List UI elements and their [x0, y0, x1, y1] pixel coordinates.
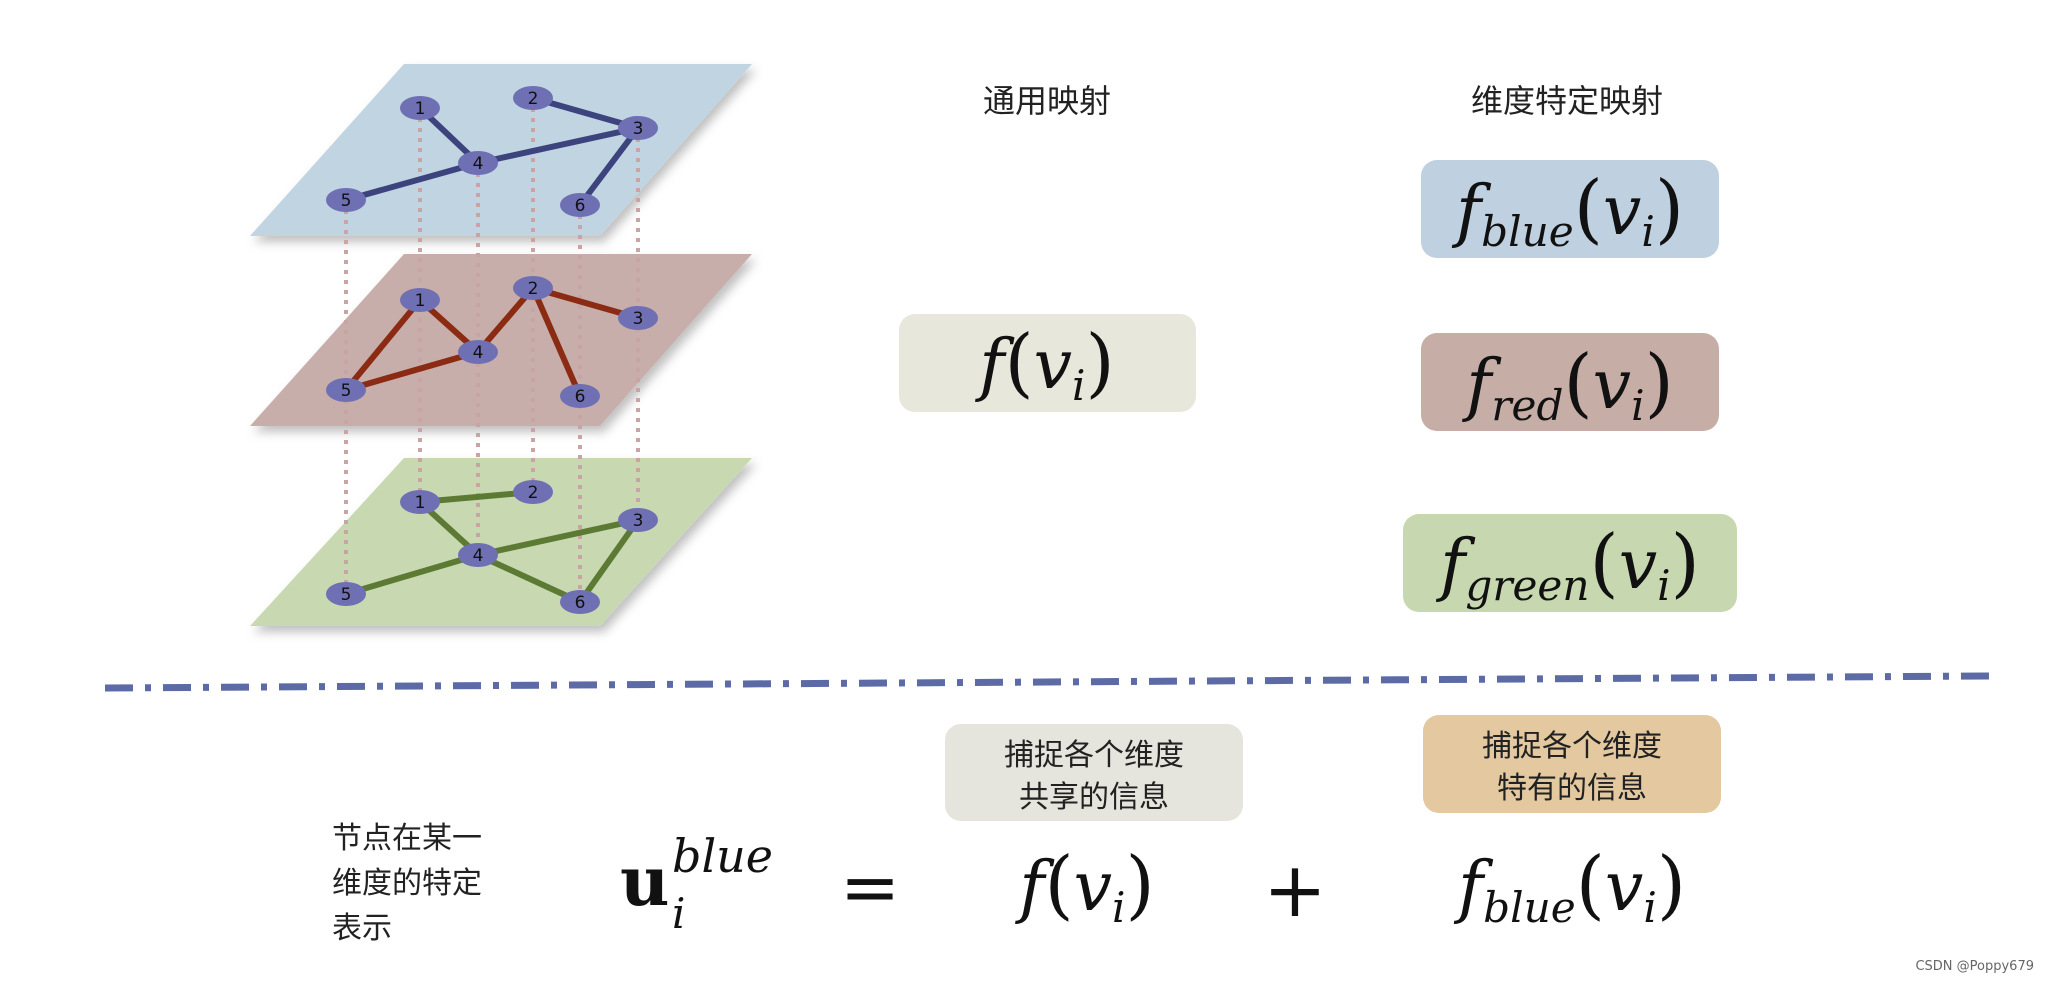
node-label: 3 [633, 309, 644, 329]
node-label: 2 [528, 89, 539, 109]
representation-description: 节点在某一 维度的特定 表示 [332, 821, 482, 946]
node-label: 1 [415, 99, 426, 119]
node-label: 6 [575, 387, 586, 407]
red-edge-2-4 [475, 285, 536, 355]
blue-node-3: 3 [618, 116, 658, 140]
blue-node-5: 5 [326, 188, 366, 212]
red-node-3: 3 [618, 306, 658, 330]
formula-text: fblue(vi) [1453, 841, 1686, 932]
red-edge-1-5 [343, 297, 423, 393]
node-label: 2 [528, 483, 539, 503]
general-mapping-header: 通用映射 [983, 82, 1111, 120]
node-label: 6 [575, 196, 586, 216]
equals-sign: = [840, 845, 900, 929]
specific-mapping-header: 维度特定映射 [1471, 82, 1663, 120]
lhs-superscript: blue [672, 829, 773, 883]
svg-text:捕捉各个维度: 捕捉各个维度 [1482, 729, 1662, 764]
green-layer-plane [250, 458, 752, 626]
red-mapping-box: fred(vi) [1421, 333, 1719, 431]
shared-term-formula: f(vi) [1014, 841, 1154, 932]
svg-text:特有的信息: 特有的信息 [1497, 771, 1647, 806]
green-mapping-formula: fgreen(vi) [1435, 519, 1700, 610]
general-mapping-formula: f(vi) [974, 319, 1114, 410]
formula-text: f(vi) [974, 319, 1114, 410]
red-node-1: 1 [400, 288, 440, 312]
green-layer-graph: 1 2 3 4 5 6 [326, 480, 658, 614]
blue-mapping-formula: fblue(vi) [1451, 165, 1684, 256]
red-edge-4-5 [343, 349, 481, 393]
node-label: 4 [473, 343, 484, 363]
red-node-2: 2 [513, 276, 553, 300]
green-edge-4-3 [475, 517, 641, 558]
section-divider [104, 672, 1991, 692]
blue-edge-4-5 [343, 160, 481, 203]
node-label: 5 [341, 381, 352, 401]
green-node-2: 2 [513, 480, 553, 504]
watermark: CSDN @Poppy679 [1915, 959, 2034, 974]
formula-text: f(vi) [1014, 841, 1154, 932]
green-edge-4-6 [475, 552, 583, 605]
node-label: 3 [633, 119, 644, 139]
blue-node-6: 6 [560, 193, 600, 217]
svg-text:共享的信息: 共享的信息 [1019, 780, 1169, 815]
node-label: 1 [415, 493, 426, 513]
red-node-5: 5 [326, 378, 366, 402]
green-node-6: 6 [560, 590, 600, 614]
red-edge-2-6 [530, 285, 583, 399]
node-label: 3 [633, 511, 644, 531]
node-label: 4 [473, 546, 484, 566]
green-node-3: 3 [618, 508, 658, 532]
svg-text:表示: 表示 [332, 911, 392, 946]
specific-info-box: 捕捉各个维度 特有的信息 [1423, 715, 1721, 813]
blue-node-2: 2 [513, 86, 553, 110]
green-node-5: 5 [326, 582, 366, 606]
green-edge-3-6 [577, 517, 641, 605]
node-label: 2 [528, 279, 539, 299]
red-node-4: 4 [458, 340, 498, 364]
node-label: 6 [575, 593, 586, 613]
plus-sign: + [1263, 845, 1327, 934]
red-layer-graph: 1 2 3 4 5 6 [326, 276, 658, 408]
node-label: 5 [341, 585, 352, 605]
svg-text:捕捉各个维度: 捕捉各个维度 [1004, 738, 1184, 773]
formula-text: fblue(vi) [1451, 165, 1684, 256]
green-edge-4-5 [343, 552, 481, 597]
svg-text:维度的特定: 维度的特定 [332, 866, 482, 901]
green-mapping-box: fgreen(vi) [1403, 514, 1737, 612]
blue-edge-3-6 [577, 125, 641, 208]
green-node-1: 1 [400, 490, 440, 514]
blue-layer-plane [250, 64, 752, 236]
node-label: 1 [415, 291, 426, 311]
blue-node-1: 1 [400, 96, 440, 120]
inter-layer-connectors [344, 98, 640, 602]
blue-layer-graph: 1 2 3 4 5 6 [326, 86, 658, 217]
specific-term-formula: fblue(vi) [1453, 841, 1686, 932]
blue-node-4: 4 [458, 151, 498, 175]
red-layer-plane [250, 254, 752, 426]
green-node-4: 4 [458, 543, 498, 567]
lhs-symbol: u [620, 842, 669, 922]
lhs-subscript: i [672, 889, 685, 938]
node-label: 4 [473, 154, 484, 174]
lhs-embedding: u blue i [620, 829, 773, 938]
red-node-6: 6 [560, 384, 600, 408]
formula-text: fgreen(vi) [1435, 519, 1700, 610]
general-mapping-box: f(vi) [899, 314, 1196, 412]
svg-text:节点在某一: 节点在某一 [332, 821, 482, 856]
multiplex-layers: 1 2 3 4 5 6 1 2 3 4 5 6 1 2 3 4 5 6 [250, 64, 752, 626]
node-label: 5 [341, 191, 352, 211]
blue-mapping-box: fblue(vi) [1421, 160, 1719, 258]
blue-edge-3-4 [475, 125, 641, 166]
shared-info-box: 捕捉各个维度 共享的信息 [945, 724, 1243, 821]
layer-planes [250, 64, 752, 626]
